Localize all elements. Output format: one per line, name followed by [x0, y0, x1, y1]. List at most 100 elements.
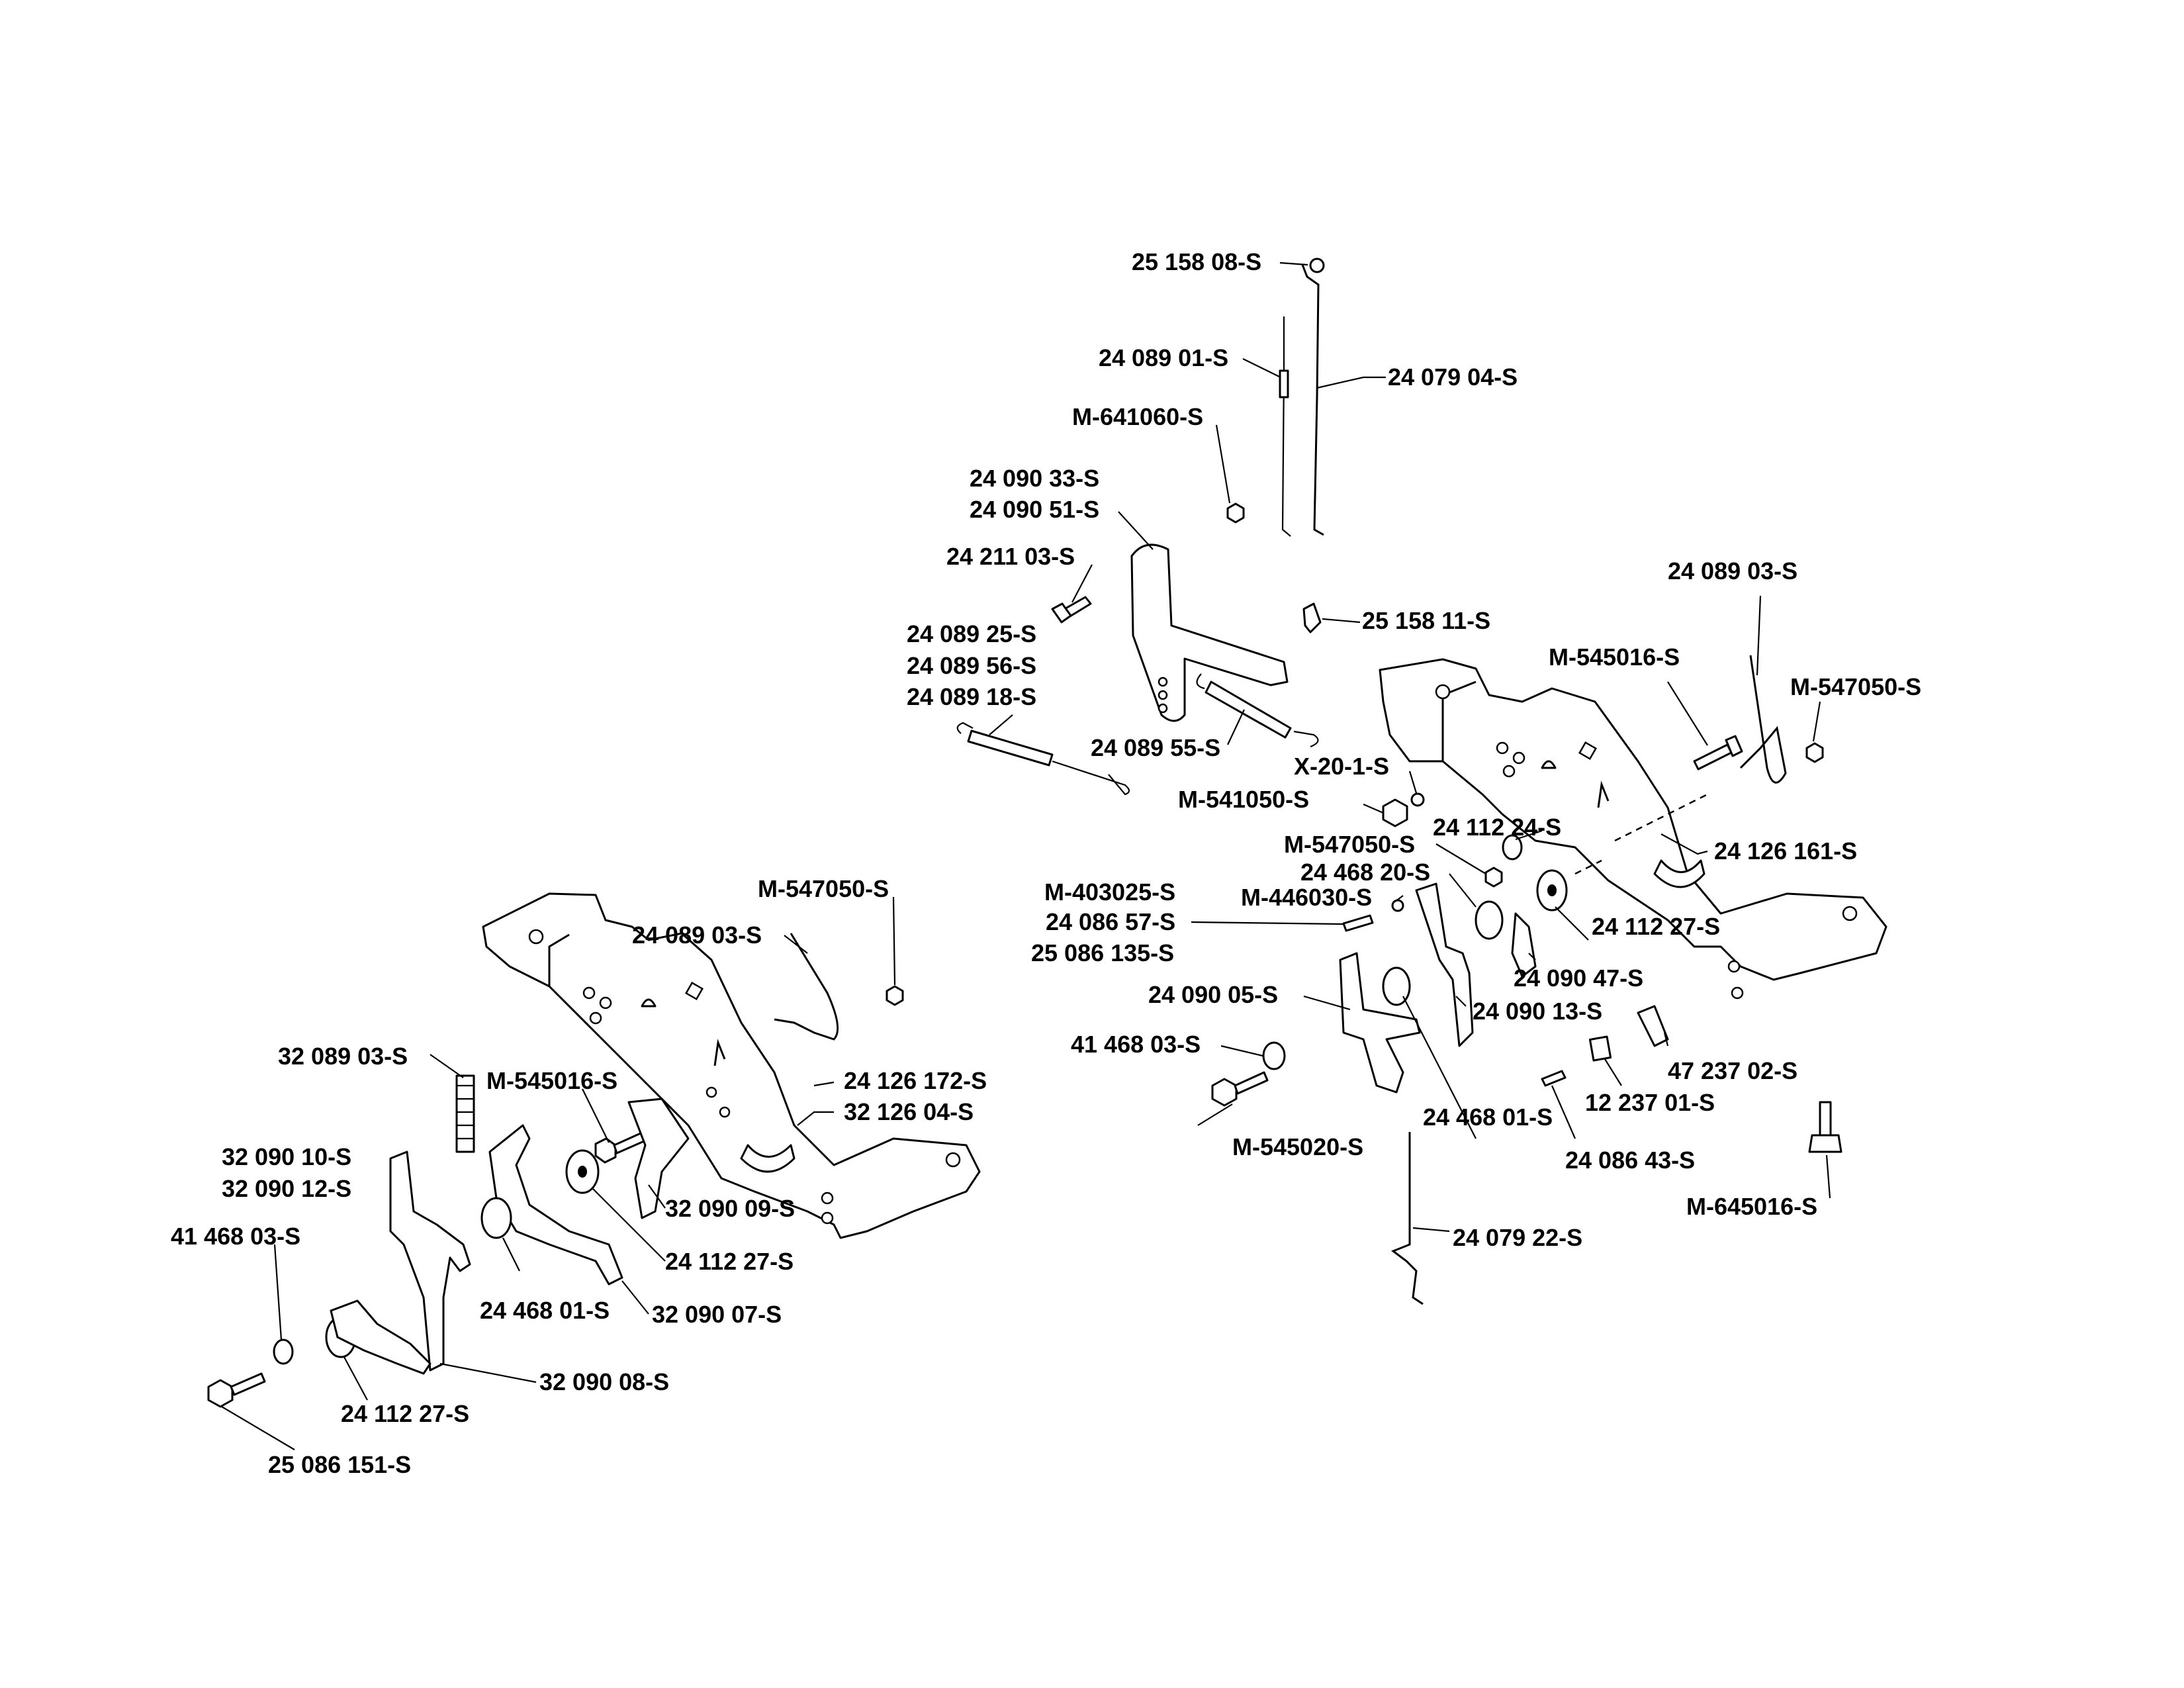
flange-nut	[1382, 798, 1408, 827]
lock-nut-left	[886, 985, 904, 1006]
callout-24-112-27-s-middle: 24 112 27-S	[665, 1248, 794, 1275]
left-assembly	[207, 892, 981, 1408]
callout-24-090-33-s: 24 090 33-S	[970, 465, 1099, 492]
callout-24-079-04-s: 24 079 04-S	[1388, 363, 1518, 391]
callout-25-086-151-s: 25 086 151-S	[268, 1451, 411, 1478]
callout-32-090-09-s: 32 090 09-S	[665, 1195, 795, 1222]
callout-24-211-03-s: 24 211 03-S	[946, 543, 1075, 570]
callout-24-079-22-s: 24 079 22-S	[1453, 1224, 1582, 1251]
hex-bolt-left	[613, 1132, 645, 1154]
callout-m-641060-s: M-641060-S	[1072, 403, 1203, 430]
leader-lines	[221, 261, 1831, 1450]
callout-m-403025-s: M-403025-S	[1044, 878, 1175, 906]
torsion-spring-right	[1739, 655, 1787, 784]
callout-m-645016-s: M-645016-S	[1686, 1193, 1817, 1220]
callout-12-237-01-s: 12 237 01-S	[1585, 1089, 1715, 1116]
callout-25-086-135-s: 25 086 135-S	[1031, 939, 1174, 966]
hex-nut-upper	[1226, 502, 1245, 524]
flange-bolt-vertical	[1808, 1101, 1843, 1153]
pivot-link	[1511, 912, 1537, 978]
torsion-spring-left	[774, 933, 839, 1041]
callout-x-20-1-s: X-20-1-S	[1294, 753, 1389, 780]
callout-m-446030-s: M-446030-S	[1241, 884, 1372, 911]
right-assembly	[956, 258, 1888, 1305]
callout-24-089-25-s: 24 089 25-S	[907, 620, 1036, 647]
callout-m-547050-s-left: M-547050-S	[758, 875, 889, 902]
callout-24-086-57-s: 24 086 57-S	[1046, 908, 1175, 935]
callout-24-090-13-s: 24 090 13-S	[1473, 998, 1602, 1025]
wave-washer-right	[1382, 966, 1411, 1006]
callout-24-112-24-s: 24 112 24-S	[1433, 814, 1561, 841]
link-spring	[1279, 369, 1289, 399]
callout-24-090-47-s: 24 090 47-S	[1514, 964, 1643, 992]
spring-clip	[1588, 1035, 1612, 1062]
control-rod-upper	[1301, 264, 1324, 536]
control-rod-lower	[1390, 1132, 1424, 1305]
small-washer	[1410, 792, 1425, 807]
callout-24-468-01-s-left: 24 468 01-S	[480, 1297, 610, 1324]
callout-24-112-27-s-lower: 24 112 27-S	[341, 1400, 469, 1427]
callout-32-090-10-s: 32 090 10-S	[222, 1143, 351, 1170]
flat-washer-small	[1262, 1041, 1286, 1070]
lock-nut-center	[1484, 867, 1503, 888]
retainer-clip	[1637, 1005, 1669, 1047]
control-lever-right	[1339, 952, 1421, 1094]
extension-spring-long	[956, 722, 1130, 796]
callout-m-545016-s-right: M-545016-S	[1549, 643, 1680, 671]
wave-washer	[1475, 900, 1504, 940]
callout-24-089-55-s: 24 089 55-S	[1091, 734, 1220, 761]
callout-24-089-18-s: 24 089 18-S	[907, 683, 1036, 710]
compression-spring	[455, 1074, 475, 1153]
callout-m-547050-s-center: M-547050-S	[1284, 831, 1415, 858]
callout-41-468-03-s-right: 41 468 03-S	[1071, 1031, 1201, 1058]
hex-bolt-right	[1693, 743, 1733, 771]
mounting-plate-left	[482, 892, 981, 1239]
callout-24-089-56-s: 24 089 56-S	[907, 652, 1036, 679]
speed-control-lever	[1130, 543, 1289, 722]
lock-nut-right	[1805, 742, 1824, 763]
callout-m-547050-s-far-right: M-547050-S	[1790, 673, 1921, 700]
callout-24-090-05-s: 24 090 05-S	[1148, 981, 1278, 1008]
wave-washer-left	[480, 1197, 512, 1239]
callout-41-468-03-s-left: 41 468 03-S	[171, 1223, 300, 1250]
callout-labels: 25 158 08-S 24 089 01-S 24 079 04-S M-64…	[171, 248, 1921, 1478]
cap-screw	[1541, 1070, 1567, 1087]
callout-32-090-08-s: 32 090 08-S	[539, 1368, 669, 1395]
lever-plate	[488, 1124, 623, 1286]
arm-bracket	[389, 1150, 471, 1372]
rod-clip	[1302, 602, 1322, 633]
callout-25-158-08-s: 25 158 08-S	[1132, 248, 1261, 275]
cam-bracket	[627, 1098, 690, 1219]
callout-32-090-12-s: 32 090 12-S	[222, 1175, 351, 1202]
callout-47-237-02-s: 47 237 02-S	[1668, 1057, 1797, 1084]
callout-24-468-20-s: 24 468 20-S	[1300, 859, 1430, 886]
small-screw	[1342, 914, 1374, 932]
flat-washer-small-left	[273, 1338, 294, 1365]
callout-24-090-51-s: 24 090 51-S	[970, 496, 1099, 523]
hex-bolt-bottom	[230, 1372, 266, 1396]
callout-24-112-27-s-right: 24 112 27-S	[1592, 913, 1720, 940]
link-arm	[330, 1299, 432, 1375]
small-nut	[1391, 899, 1404, 912]
callout-32-089-03-s: 32 089 03-S	[278, 1043, 408, 1070]
callout-m-545016-s-left: M-545016-S	[486, 1067, 617, 1094]
callout-32-090-07-s: 32 090 07-S	[652, 1301, 782, 1328]
clip-nut	[1309, 258, 1325, 273]
bracket-link	[1415, 882, 1474, 1047]
extension-spring-short	[1196, 673, 1319, 748]
spacer-washer	[1502, 834, 1523, 861]
callout-m-541050-s: M-541050-S	[1178, 786, 1309, 813]
callout-m-545020-s: M-545020-S	[1232, 1133, 1363, 1160]
callout-24-086-43-s: 24 086 43-S	[1565, 1147, 1695, 1174]
mounting-plate-right	[1379, 658, 1888, 1000]
callout-25-158-11-s: 25 158 11-S	[1362, 607, 1490, 634]
callout-24-089-03-s-right: 24 089 03-S	[1668, 557, 1797, 585]
callout-32-126-04-s: 32 126 04-S	[844, 1098, 974, 1125]
callout-24-089-01-s: 24 089 01-S	[1099, 344, 1228, 371]
link-spring-rod	[1281, 316, 1291, 537]
callout-24-126-161-s: 24 126 161-S	[1714, 837, 1857, 865]
callout-24-126-172-s: 24 126 172-S	[844, 1067, 987, 1094]
callout-24-089-03-s-left: 24 089 03-S	[632, 921, 762, 949]
